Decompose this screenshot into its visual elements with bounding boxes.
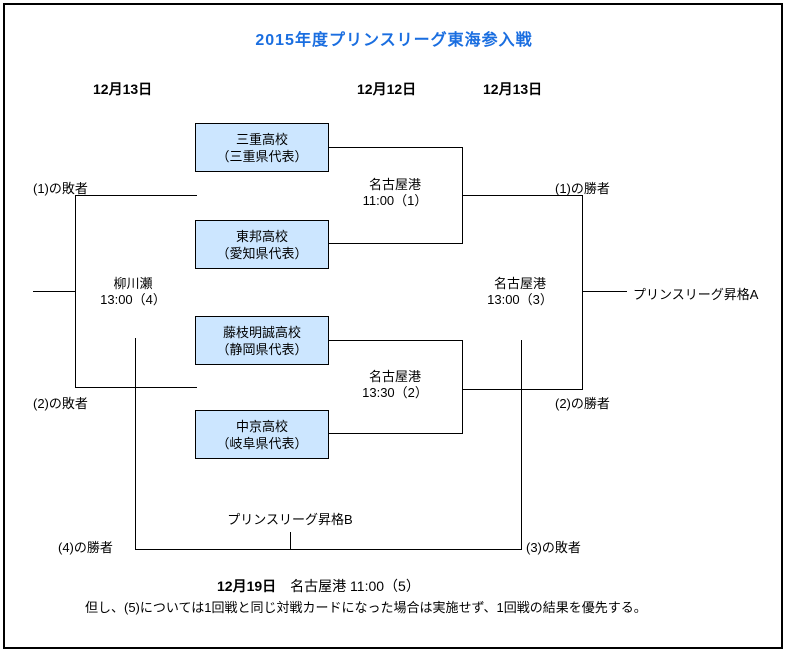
label-winner-of-2: (2)の勝者 [555,396,610,411]
team-prefecture: （三重県代表） [216,148,308,164]
label-loser-of-3: (3)の敗者 [526,540,581,555]
page-title: 2015年度プリンスリーグ東海参入戦 [255,32,533,49]
final-match-date: 12月19日 [217,578,277,594]
date-header-left: 12月13日 [93,81,153,97]
date-header-middle: 12月12日 [357,81,417,97]
team-box-mie: 三重高校 （三重県代表） [195,123,329,172]
bracket-line-m2-bottom [329,433,462,434]
team-prefecture: （愛知県代表） [216,245,308,261]
footer-note: 但し、(5)については1回戦と同じ対戦カードになった場合は実施せず、1回戦の結果… [85,600,647,615]
match-3-time: 13:00（3） [487,292,553,307]
label-winner-of-4: (4)の勝者 [58,540,113,555]
team-box-toho: 東邦高校 （愛知県代表） [195,220,329,269]
label-promotion-b: プリンスリーグ昇格B [227,512,353,527]
match-1-venue: 名古屋港 [368,177,421,192]
outer-border-frame [3,3,783,649]
team-name: 中京高校 [235,418,288,434]
final-match-line: 12月19日名古屋港 11:00（5） [217,576,420,596]
bracket-line-m3-vertical [582,195,583,390]
bracket-line-m4-bottom [75,387,197,388]
match-2-label: 名古屋港 13:30（2） [362,369,428,401]
bracket-line-drop-left [135,338,136,550]
team-name: 藤枝明誠高校 [222,324,301,340]
bracket-line-m4-top [75,195,197,196]
team-name: 東邦高校 [235,228,288,244]
bracket-line-m2-top [329,340,462,341]
bracket-line-promotion-b-tick [290,532,291,549]
match-1-time: 11:00（1） [362,193,428,208]
match-3-label: 名古屋港 13:00（3） [487,276,553,308]
match-2-venue: 名古屋港 [368,369,422,384]
bracket-line-m2-vertical [462,340,463,434]
bracket-line-m1-bottom [329,243,462,244]
bracket-line-m2-output [462,389,582,390]
final-match-detail: 名古屋港 11:00（5） [290,578,420,594]
bracket-line-m3-output [582,291,627,292]
team-name: 三重高校 [235,131,288,147]
team-prefecture: （静岡県代表） [216,341,308,357]
bracket-line-drop-right [521,340,522,550]
label-promotion-a: プリンスリーグ昇格A [633,287,759,302]
match-2-time: 13:30（2） [362,385,428,400]
match-4-label: 柳川瀬 13:00（4） [100,276,166,308]
label-winner-of-1: (1)の勝者 [555,181,610,196]
match-4-venue: 柳川瀬 [113,276,153,291]
team-prefecture: （岐阜県代表） [216,435,308,451]
bracket-line-bottom [135,549,522,550]
match-4-time: 13:00（4） [100,292,166,307]
bracket-line-m4-vertical [75,195,76,388]
match-3-venue: 名古屋港 [493,276,547,291]
bracket-line-m4-output [33,291,75,292]
bracket-line-m1-top [329,147,462,148]
label-loser-of-1: (1)の敗者 [33,181,88,196]
date-header-right: 12月13日 [483,81,543,97]
label-loser-of-2: (2)の敗者 [33,396,88,411]
bracket-line-m1-output [462,195,582,196]
team-box-fujieda-meisei: 藤枝明誠高校 （静岡県代表） [195,316,329,365]
match-1-label: 名古屋港 11:00（1） [363,177,428,209]
team-box-chukyo: 中京高校 （岐阜県代表） [195,410,329,459]
